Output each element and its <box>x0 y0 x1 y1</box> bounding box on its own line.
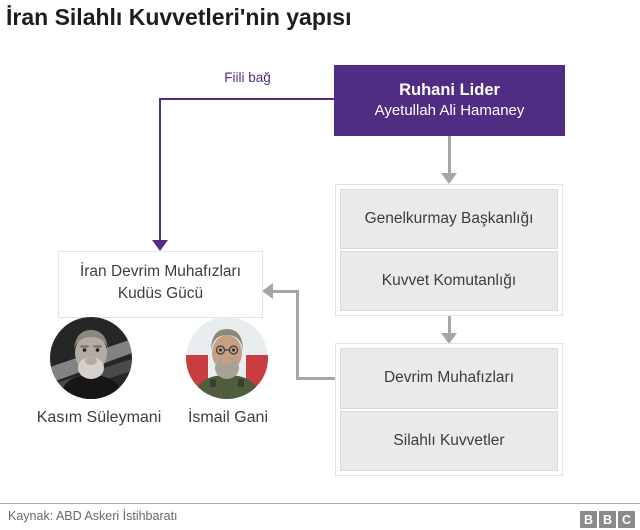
gray-arrowhead-down-icon <box>441 173 457 184</box>
person-name-gani: İsmail Gani <box>187 409 269 426</box>
kasim-suleymani-photo <box>50 317 132 399</box>
box-revolutionary-guards: Devrim Muhafızları <box>340 348 558 409</box>
ismail-gani-photo <box>186 317 268 399</box>
forces-group: Devrim Muhafızları Silahlı Kuvvetler <box>335 343 563 476</box>
purple-arrowhead-down-icon <box>152 240 168 251</box>
bbc-logo: B B C <box>580 511 635 528</box>
person-name-suleymani: Kasım Süleymani <box>36 409 162 426</box>
source-attribution: Kaynak: ABD Askeri İstihbaratı <box>8 509 178 523</box>
leader-title: Ruhani Lider <box>399 81 500 100</box>
de-facto-link-label: Fiili bağ <box>224 70 271 85</box>
gray-connector-1 <box>448 136 451 175</box>
elbow-connector-top <box>272 290 299 293</box>
leader-name: Ayetullah Ali Hamaney <box>374 102 525 120</box>
gray-arrowhead-left-icon <box>262 283 273 299</box>
bbc-logo-block: C <box>618 511 635 528</box>
elbow-connector-vertical <box>296 290 299 380</box>
page-title: İran Silahlı Kuvvetleri'nin yapısı <box>6 4 352 30</box>
quds-line1: İran Devrim Muhafızları <box>79 263 242 280</box>
gray-connector-2 <box>448 316 451 335</box>
box-armed-forces: Silahlı Kuvvetler <box>340 410 558 471</box>
gray-arrowhead-down-icon <box>441 333 457 344</box>
supreme-leader-box: Ruhani Lider Ayetullah Ali Hamaney <box>334 65 565 136</box>
bbc-logo-block: B <box>580 511 597 528</box>
purple-connector-vertical <box>159 98 161 241</box>
quds-line2: Kudüs Gücü <box>117 285 204 303</box>
command-group: Genelkurmay Başkanlığı Kuvvet Komutanlığ… <box>335 184 563 316</box>
quds-force-box: İran Devrim Muhafızları Kudüs Gücü <box>58 251 263 318</box>
purple-connector-horizontal <box>159 98 335 100</box>
box-force-command: Kuvvet Komutanlığı <box>340 251 558 311</box>
elbow-connector-bottom <box>296 377 335 380</box>
box-general-staff: Genelkurmay Başkanlığı <box>340 189 558 249</box>
bbc-logo-block: B <box>599 511 616 528</box>
footer-divider <box>0 503 640 504</box>
